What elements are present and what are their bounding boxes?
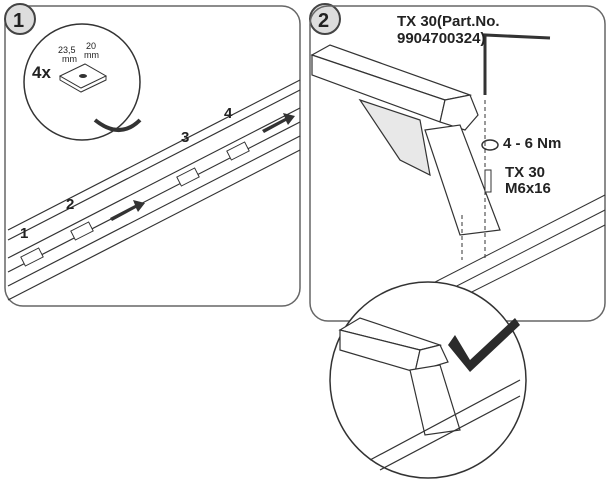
step-1-number: 1 (13, 10, 25, 32)
tool-label-line1: TX 30(Part.No. (397, 13, 500, 30)
screw-label-line1: TX 30 (505, 164, 546, 181)
roof-rail (7, 79, 301, 301)
step-2-number: 2 (318, 10, 330, 32)
screw-label-line2: M6x16 (505, 180, 551, 197)
step-1-badge (4, 3, 36, 35)
tool-label-line2: 9904700324) (397, 30, 486, 47)
roof-bar (310, 44, 501, 236)
dim-a: 23,5 (58, 45, 76, 55)
position-1: 1 (20, 225, 29, 242)
position-3: 3 (181, 129, 190, 146)
torx-key-icon (483, 33, 551, 95)
dim-b-unit: mm (84, 50, 99, 60)
slide-arrows (110, 113, 295, 221)
slide-nuts (20, 141, 250, 267)
step-1-panel (4, 5, 301, 307)
insert-arrow (93, 118, 142, 132)
dim-a-unit: mm (62, 54, 77, 64)
checkmark-icon (448, 318, 520, 372)
quantity-label: 4x (32, 63, 51, 82)
washer-icon (481, 139, 499, 151)
torque-label: 4 - 6 Nm (503, 135, 562, 152)
screw-icon (484, 169, 492, 193)
position-4: 4 (224, 105, 233, 122)
position-2: 2 (66, 196, 75, 213)
dim-b: 20 (86, 41, 97, 51)
